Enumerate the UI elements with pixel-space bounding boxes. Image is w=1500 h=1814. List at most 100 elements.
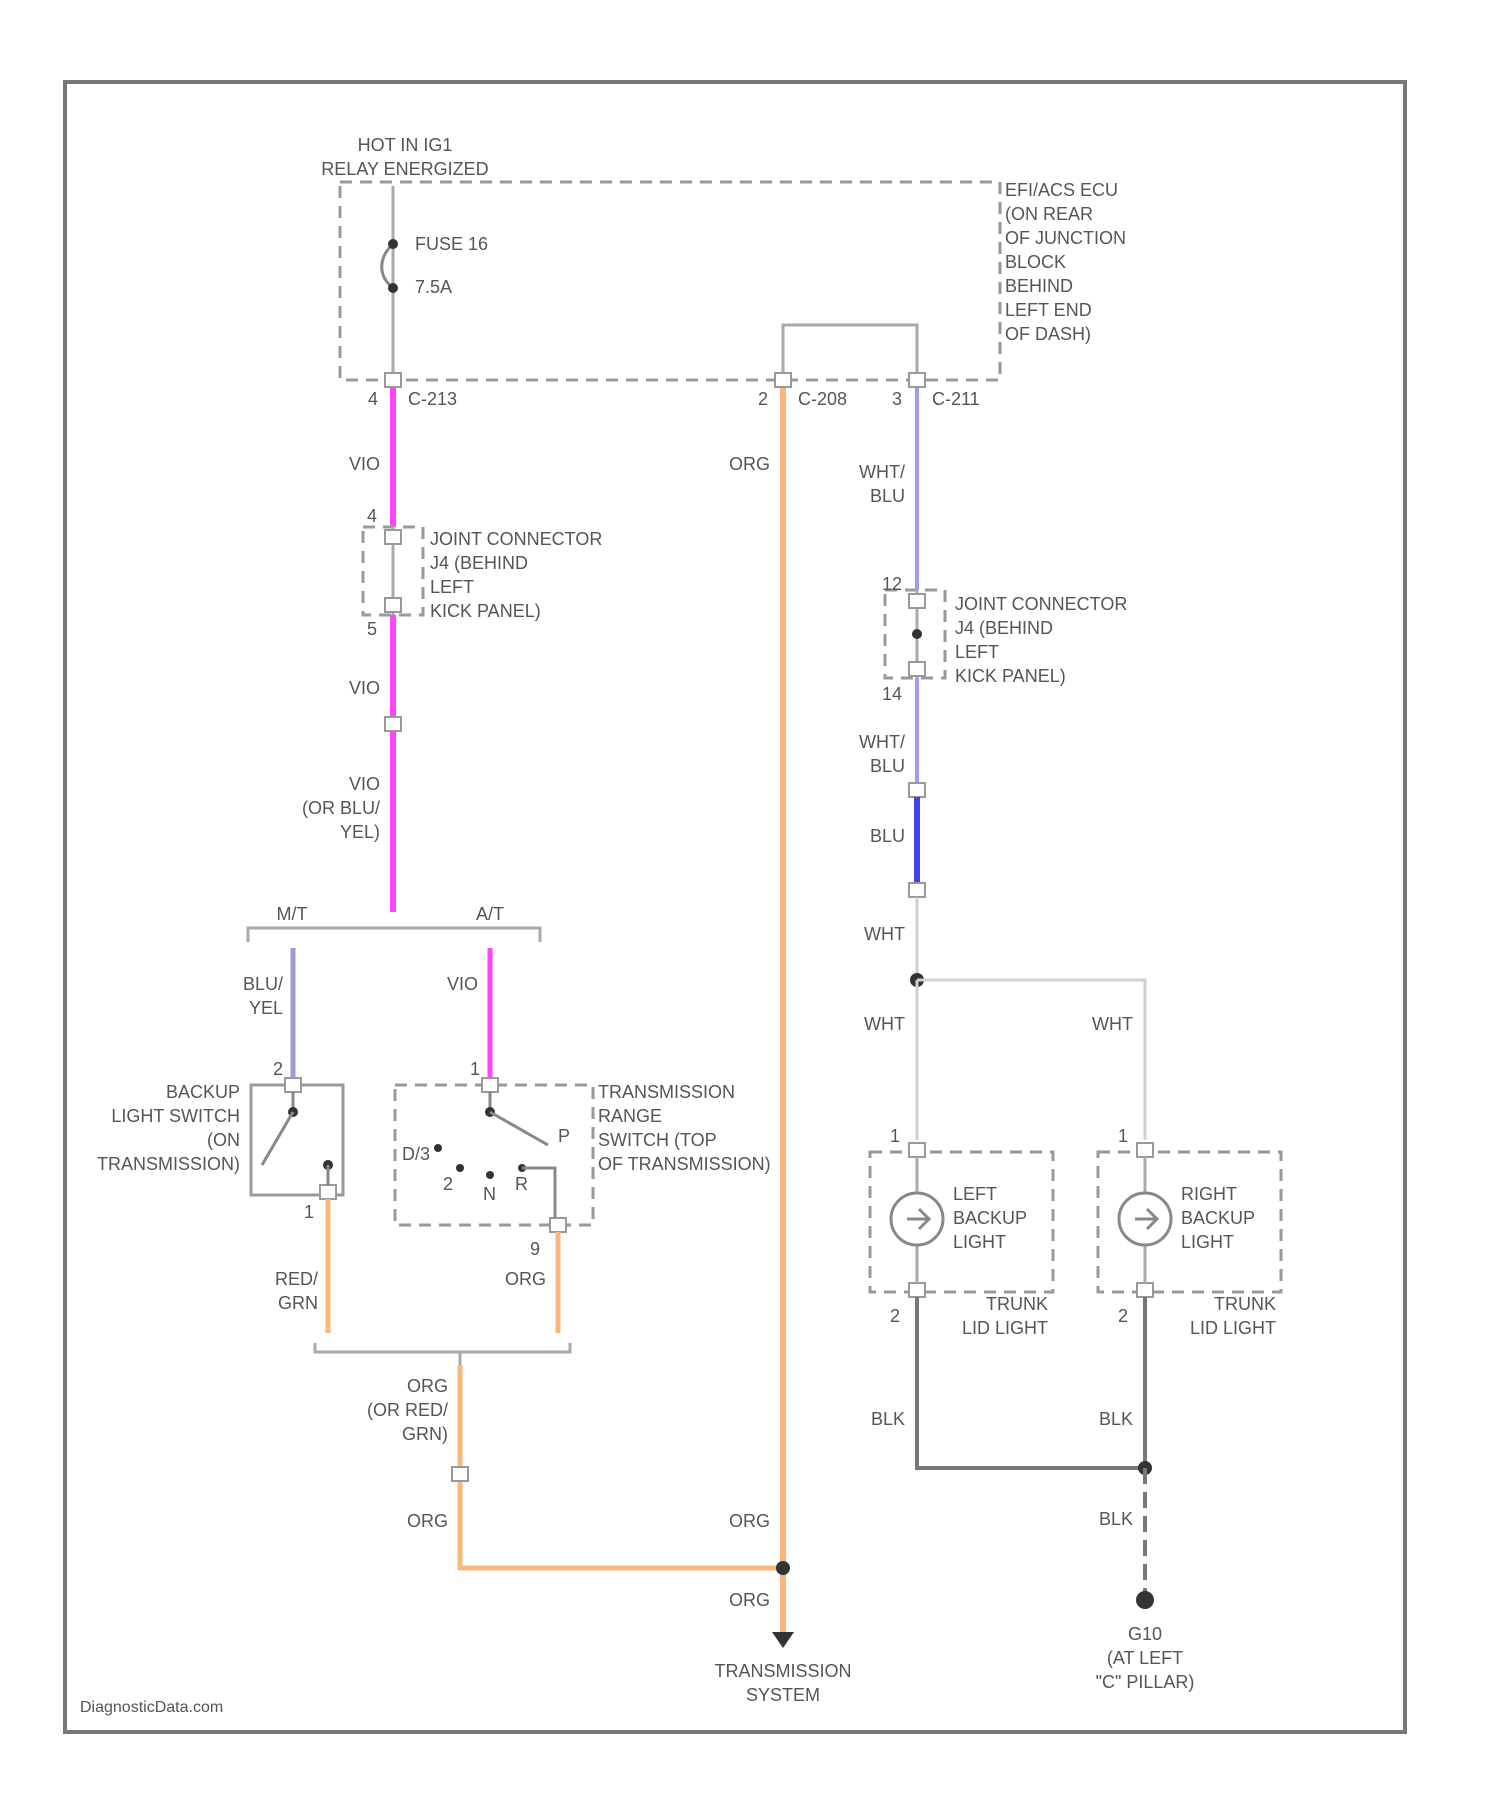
wire-label-blu-yel-1: BLU/ bbox=[243, 974, 283, 994]
transmission-range-switch-label-3: SWITCH (TOP bbox=[598, 1130, 717, 1150]
joint-connector-left-pin-bottom: 5 bbox=[367, 619, 377, 639]
range-position-d3: D/3 bbox=[402, 1144, 430, 1164]
range-contact-2 bbox=[456, 1164, 464, 1172]
joint-connector-right-label-4: KICK PANEL) bbox=[955, 666, 1066, 686]
joint-connector-right-pin-top: 12 bbox=[882, 574, 902, 594]
connector-c208-terminal bbox=[775, 373, 791, 387]
range-position-p: P bbox=[558, 1126, 570, 1146]
wire-label-wht-blu-1a: WHT/ bbox=[859, 462, 905, 482]
transmission-system-label-1: TRANSMISSION bbox=[714, 1661, 851, 1681]
wire-label-vio-2: VIO bbox=[349, 678, 380, 698]
ecu-label-line-6: LEFT END bbox=[1005, 300, 1092, 320]
inline-connector-blu bbox=[909, 883, 925, 897]
transmission-range-switch-label-2: RANGE bbox=[598, 1106, 662, 1126]
fuse-16: FUSE 16 7.5A bbox=[382, 186, 488, 380]
left-backup-light-label-2: BACKUP bbox=[953, 1208, 1027, 1228]
connector-c211-pin: 3 bbox=[892, 389, 902, 409]
ground-label-3: "C" PILLAR) bbox=[1096, 1672, 1195, 1692]
left-backup-light-filament-icon bbox=[907, 1209, 929, 1229]
joint-connector-right-label-3: LEFT bbox=[955, 642, 999, 662]
range-contact-n bbox=[486, 1171, 494, 1179]
joint-connector-right-splice bbox=[912, 629, 922, 639]
connector-c211-terminal bbox=[909, 373, 925, 387]
right-backup-light-note-2: LID LIGHT bbox=[1190, 1318, 1276, 1338]
ecu-label-line-5: BEHIND bbox=[1005, 276, 1073, 296]
joint-connector-left-pin-top: 4 bbox=[367, 506, 377, 526]
connector-c211-id: C-211 bbox=[932, 389, 980, 409]
ecu-label-line-4: BLOCK bbox=[1005, 252, 1066, 272]
ground-g10-icon bbox=[1136, 1591, 1154, 1609]
wire-label-blk-2: BLK bbox=[1099, 1409, 1133, 1429]
splice-org bbox=[776, 1561, 790, 1575]
range-position-n: N bbox=[483, 1184, 496, 1204]
transmission-range-switch-pin-bottom: 9 bbox=[530, 1239, 540, 1259]
ecu-label-line-2: (ON REAR bbox=[1005, 204, 1093, 224]
wire-label-org-right: ORG bbox=[729, 1511, 770, 1531]
ground-label-1: G10 bbox=[1128, 1624, 1162, 1644]
transmission-range-switch-label-1: TRANSMISSION bbox=[598, 1082, 735, 1102]
backup-light-switch-pin-top: 2 bbox=[273, 1059, 283, 1079]
option-branch-bracket bbox=[248, 928, 540, 942]
backup-light-switch-terminal-bottom bbox=[320, 1185, 336, 1199]
joint-connector-left-terminal-top bbox=[385, 530, 401, 544]
joint-connector-left-label-3: LEFT bbox=[430, 577, 474, 597]
backup-light-switch: 2 1 BACKUP LIGHT SWITCH (ON TRANSMISSION… bbox=[97, 1059, 343, 1222]
fuse-terminal-bottom bbox=[388, 283, 398, 293]
fuse-name: FUSE 16 bbox=[415, 234, 488, 254]
connector-c213-pin: 4 bbox=[368, 389, 378, 409]
transmission-range-switch: P D/3 2 N R 1 9 TRANSMISSION RANGE SWITC… bbox=[395, 1059, 771, 1259]
ecu-label-line-1: EFI/ACS ECU bbox=[1005, 180, 1118, 200]
transmission-range-switch-terminal-top bbox=[482, 1078, 498, 1092]
left-backup-light-label-3: LIGHT bbox=[953, 1232, 1006, 1252]
wire-label-org-alt-3: GRN) bbox=[402, 1424, 448, 1444]
branch-label-at: A/T bbox=[476, 904, 504, 924]
wire-label-org-main: ORG bbox=[729, 454, 770, 474]
connector-c208-pin: 2 bbox=[758, 389, 768, 409]
wire-label-wht-2: WHT bbox=[864, 1014, 905, 1034]
left-backup-light-terminal-top bbox=[909, 1143, 925, 1157]
wire-label-blk-1: BLK bbox=[871, 1409, 905, 1429]
right-backup-light-filament-icon bbox=[1135, 1209, 1157, 1229]
backup-light-switch-terminal-top bbox=[285, 1078, 301, 1092]
joint-connector-left-label-2: J4 (BEHIND bbox=[430, 553, 528, 573]
wire-label-org-bottom: ORG bbox=[729, 1590, 770, 1610]
wire-label-red-grn-2: GRN bbox=[278, 1293, 318, 1313]
right-backup-light-label-2: BACKUP bbox=[1181, 1208, 1255, 1228]
backup-light-switch-label-2: LIGHT SWITCH bbox=[111, 1106, 240, 1126]
connector-c213: 4 C-213 bbox=[368, 373, 457, 409]
transmission-range-switch-terminal-bottom bbox=[550, 1218, 566, 1232]
left-backup-light: 1 2 LEFT BACKUP LIGHT TRUNK LID LIGHT bbox=[870, 1126, 1053, 1338]
wire-label-vio-at: VIO bbox=[447, 974, 478, 994]
branch-label-mt: M/T bbox=[277, 904, 308, 924]
backup-light-switch-blade-icon bbox=[262, 1112, 293, 1165]
range-position-r: R bbox=[515, 1174, 528, 1194]
wire-label-vio-1: VIO bbox=[349, 454, 380, 474]
wire-label-blu-yel-2: YEL bbox=[249, 998, 283, 1018]
wire-label-wht-3: WHT bbox=[1092, 1014, 1133, 1034]
left-backup-light-pin-bottom: 2 bbox=[890, 1306, 900, 1326]
wire-label-vio-alt-2: (OR BLU/ bbox=[302, 798, 380, 818]
inline-connector-wht-blu bbox=[909, 783, 925, 797]
diagram-frame bbox=[65, 82, 1405, 1732]
fuse-terminal-top bbox=[388, 239, 398, 249]
wire-label-wht-blu-1b: BLU bbox=[870, 486, 905, 506]
transmission-range-switch-label-4: OF TRANSMISSION) bbox=[598, 1154, 771, 1174]
joint-connector-right-terminal-top bbox=[909, 594, 925, 608]
wire-label-red-grn-1: RED/ bbox=[275, 1269, 318, 1289]
joint-connector-right-terminal-bottom bbox=[909, 662, 925, 676]
wire-label-org-at: ORG bbox=[505, 1269, 546, 1289]
ground-label-2: (AT LEFT bbox=[1107, 1648, 1183, 1668]
wire-label-wht-1: WHT bbox=[864, 924, 905, 944]
joint-connector-right-pin-bottom: 14 bbox=[882, 684, 902, 704]
right-backup-light-terminal-bottom bbox=[1137, 1283, 1153, 1297]
wire-label-vio-alt-1: VIO bbox=[349, 774, 380, 794]
wire-label-wht-blu-2a: WHT/ bbox=[859, 732, 905, 752]
power-label-line-1: HOT IN IG1 bbox=[358, 135, 453, 155]
power-label-line-2: RELAY ENERGIZED bbox=[321, 159, 488, 179]
wire-wht-right-branch bbox=[917, 980, 1145, 1140]
right-backup-light-label-1: RIGHT bbox=[1181, 1184, 1237, 1204]
joint-connector-right-label-1: JOINT CONNECTOR bbox=[955, 594, 1127, 614]
wire-label-wht-blu-2b: BLU bbox=[870, 756, 905, 776]
right-backup-light: 1 2 RIGHT BACKUP LIGHT TRUNK LID LIGHT bbox=[1098, 1126, 1281, 1338]
